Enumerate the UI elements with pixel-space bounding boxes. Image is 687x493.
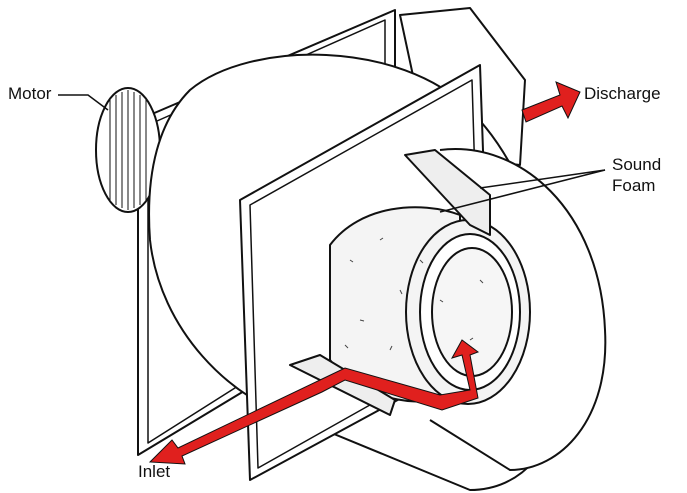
sound-foam-strip-bottom <box>289 354 396 416</box>
foam-leader-1 <box>479 169 606 189</box>
sound-foam-strip-top <box>404 149 491 236</box>
motor-leader <box>58 94 109 111</box>
discharge-arrow <box>521 81 581 123</box>
sound-foam-label-line1: Sound <box>612 155 662 174</box>
motor-label: Motor <box>8 84 52 103</box>
discharge-label: Discharge <box>584 84 661 103</box>
inlet-label: Inlet <box>138 462 171 481</box>
sound-foam-label-line2: Foam <box>612 176 656 195</box>
inlet-airflow-arrow <box>148 339 480 465</box>
foam-leader-2 <box>439 169 606 213</box>
